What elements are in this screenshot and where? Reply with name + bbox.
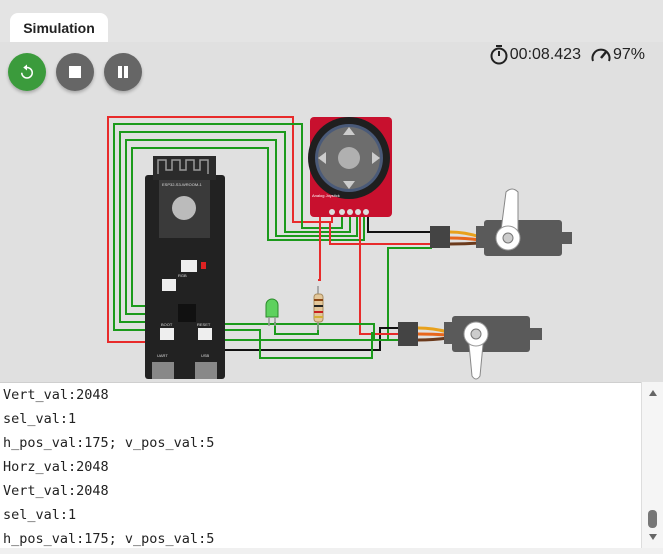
restart-button[interactable] [8,53,46,91]
console-line: Vert_val:2048 [3,483,109,499]
svg-text:BOOT: BOOT [161,322,173,327]
scroll-up-icon[interactable] [649,390,657,396]
svg-text:RGB: RGB [178,273,187,278]
wire-green-3 [125,139,358,315]
servo-1 [430,188,572,256]
console-line: sel_val:1 [3,411,77,427]
wire-green-servo1 [220,247,432,341]
wire-black-gnd-1 [367,214,432,233]
svg-text:Analog Joystick: Analog Joystick [312,193,340,198]
joystick-module: Analog Joystick [308,117,392,217]
resistor [313,286,324,330]
svg-text:RESET: RESET [197,322,211,327]
bottom-bar [0,548,663,554]
tab-simulation[interactable]: Simulation [10,13,108,42]
simulation-canvas[interactable]: ESP32-S3-WROOM-1 BOOT RESET RGB UART USB [0,42,663,382]
console-line: Horz_val:2048 [3,459,109,475]
wire-red-vcc [107,116,333,343]
wire-red-resistor [318,214,321,281]
console-line: h_pos_val:175; v_pos_val:5 [3,435,215,451]
tab-bar: Simulation [0,0,663,42]
serial-monitor[interactable]: Vert_val:2048 sel_val:1 h_pos_val:175; v… [0,382,641,549]
speed-value: 97% [612,46,645,63]
speedometer-icon [591,48,611,62]
wire-red-servo1 [329,222,432,245]
stop-button[interactable] [56,53,94,91]
timer-icon [490,45,508,65]
green-led [265,298,279,326]
svg-text:UART: UART [157,353,168,358]
console-line: sel_val:1 [3,507,77,523]
svg-text:USB: USB [201,353,210,358]
wire-green-led [220,329,373,359]
wire-red-servo2 [359,214,398,335]
esp32-board: ESP32-S3-WROOM-1 BOOT RESET RGB UART USB [145,156,225,379]
scrollbar-thumb[interactable] [648,510,657,528]
circuit-diagram: ESP32-S3-WROOM-1 BOOT RESET RGB UART USB [107,116,572,380]
console-line: h_pos_val:175; v_pos_val:5 [3,531,215,547]
stop-icon [69,66,81,78]
wire-green-4 [131,147,365,307]
timer-value: 00:08.423 [509,46,581,63]
wire-green-2 [119,131,351,323]
pause-button[interactable] [104,53,142,91]
wire-green-servo2 [220,323,398,341]
restart-icon [21,64,33,79]
wire-green-1 [113,123,343,331]
console-scrollbar[interactable] [641,382,663,548]
console-line: Vert_val:2048 [3,387,109,403]
scroll-down-icon[interactable] [649,534,657,540]
simulation-stats: 00:08.423 97% [490,45,645,65]
svg-text:ESP32-S3-WROOM-1: ESP32-S3-WROOM-1 [162,182,203,187]
pause-icon [118,66,128,78]
servo-2 [398,316,542,380]
